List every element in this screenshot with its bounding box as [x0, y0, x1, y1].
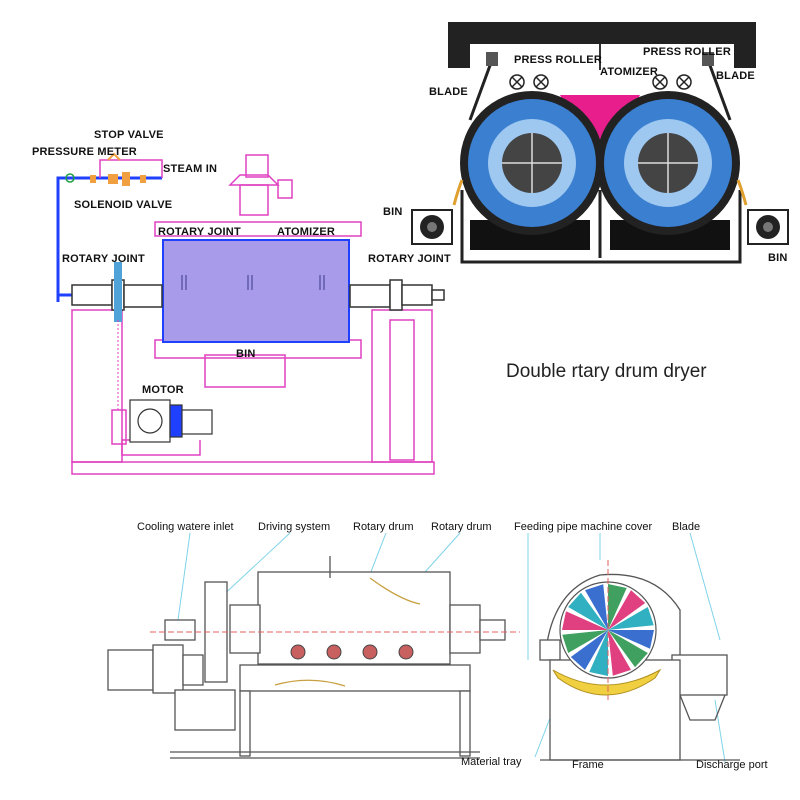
motor: [129, 399, 213, 443]
front-view: [107, 556, 506, 759]
rotary-joint-left-label: ROTARY JOINT: [62, 253, 145, 265]
motor-label: MOTOR: [142, 384, 184, 396]
press-roller-right-label: PRESS ROLLER: [643, 46, 731, 58]
discharge-port-label: Discharge port: [696, 759, 768, 771]
front-view-nozzles: [290, 644, 414, 660]
solenoid-valve-label: SOLENOID VALVE: [74, 199, 173, 211]
atomizer-label: ATOMIZER: [277, 226, 336, 238]
blade-label: Blade: [672, 521, 701, 533]
pressure-meter-label: PRESSURE METER: [32, 146, 137, 158]
bin-label: BIN: [236, 348, 256, 360]
drum-spokes: [559, 581, 657, 679]
atomizer-top-right-label: ATOMIZER: [600, 66, 659, 78]
drum-spoke: [568, 592, 608, 630]
bin-left-label: BIN: [383, 206, 403, 218]
press-roller-left-label: PRESS ROLLER: [514, 54, 602, 66]
blade-arms: [468, 59, 732, 121]
drum-spoke: [608, 607, 654, 630]
stop-valve-icon: [108, 174, 118, 184]
diagram-title: Double rtary drum dryer: [506, 361, 707, 382]
steam-pipe: [56, 152, 163, 302]
rotary-drum-2-label: Rotary drum: [431, 521, 492, 533]
sprocket: [114, 262, 122, 322]
drum-spoke: [608, 584, 627, 630]
solenoid-valve-icon: [122, 172, 130, 186]
drum-spoke: [608, 590, 646, 630]
stop-valve-label: STOP VALVE: [94, 129, 164, 141]
drum-spoke: [589, 630, 608, 676]
frame-label: Frame: [572, 759, 604, 771]
pressure-gauge-icon: [65, 173, 75, 183]
rotary-drum-1-label: Rotary drum: [353, 521, 414, 533]
drum-spoke: [562, 630, 608, 653]
drum-spoke: [608, 630, 654, 649]
drum-left: [460, 91, 604, 235]
material-tray: [552, 668, 662, 696]
blade-right-label: BLADE: [716, 70, 755, 82]
driving-system-label: Driving system: [258, 521, 331, 533]
dryer-housing: [460, 190, 742, 264]
drum-right: [596, 91, 740, 235]
material-tray-label: Material tray: [461, 756, 522, 768]
press-roller-icons: [509, 74, 692, 90]
bin-right: [747, 209, 789, 245]
material-pool: [560, 95, 640, 150]
bin-left: [411, 209, 453, 245]
cooling-inlet-label: Cooling watere inlet: [137, 521, 234, 533]
rotary-joint-right-label: ROTARY JOINT: [368, 253, 451, 265]
drum-body: [162, 239, 350, 343]
drum-spoke: [608, 630, 648, 668]
bin-right-label: BIN: [768, 252, 788, 264]
blade-left-label: BLADE: [429, 86, 468, 98]
steam-in-label: STEAM IN: [163, 163, 218, 175]
drum-spoke: [608, 630, 631, 676]
feeding-pipe-label: Feeding pipe machine cover: [514, 521, 653, 533]
rotary-joint-top-label: ROTARY JOINT: [158, 226, 241, 238]
drum-spoke: [562, 611, 608, 630]
drum-spoke: [585, 584, 608, 630]
drum-spoke: [570, 630, 608, 670]
